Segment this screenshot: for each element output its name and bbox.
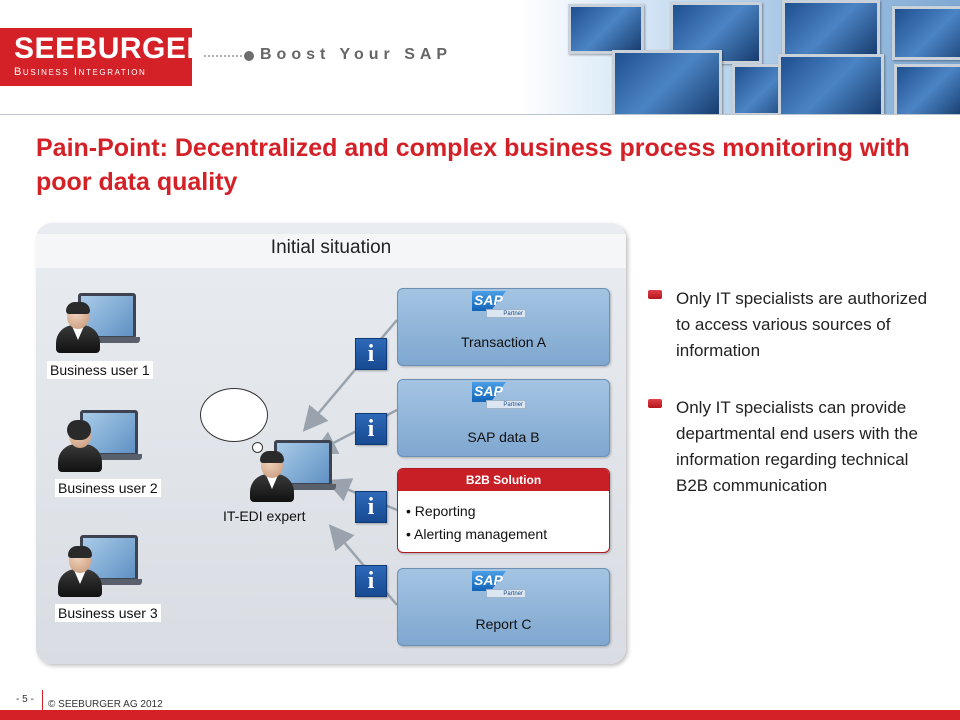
info-icon: i — [355, 413, 387, 445]
b2b-solution-box: B2B Solution • Reporting • Alerting mana… — [397, 468, 610, 553]
monitor-image — [894, 64, 960, 115]
transaction-a-label: Transaction A — [460, 334, 547, 350]
panel-header: Initial situation — [36, 234, 626, 268]
bullet-text: Only IT specialists are authorized to ac… — [676, 289, 928, 360]
monitor-image — [892, 6, 960, 60]
monitor-image — [778, 54, 884, 115]
info-icon: i — [355, 565, 387, 597]
monitor-image — [568, 4, 644, 54]
report-c-box: SAP Partner Report C — [397, 568, 610, 646]
tagline: Boost Your SAP — [260, 46, 453, 63]
info-icon: i — [355, 338, 387, 370]
bullet-marker-icon — [648, 399, 662, 408]
slide-title: Pain-Point: Decentralized and complex bu… — [36, 134, 910, 196]
tagline-dot — [244, 51, 254, 61]
sap-data-b-label: SAP data B — [467, 429, 540, 445]
info-icon: i — [355, 491, 387, 523]
page-number: - 5 - — [16, 694, 34, 705]
b2b-solution-header: B2B Solution — [398, 469, 609, 491]
panel-title: Initial situation — [270, 237, 392, 258]
header-banner-image — [520, 0, 960, 115]
copyright: © SEEBURGER AG 2012 — [48, 699, 163, 710]
sap-partner-logo: SAP Partner — [472, 382, 528, 412]
it-edi-expert-label: IT-EDI expert — [223, 508, 306, 524]
transaction-a-box: SAP Partner Transaction A — [397, 288, 610, 366]
sap-partner-logo: SAP Partner — [472, 571, 528, 601]
seeburger-logo: SEEBURGER Business Integration — [0, 28, 208, 86]
monitor-image — [782, 0, 880, 58]
logo-subtitle: Business Integration — [14, 66, 147, 78]
tagline-dotted-line — [204, 55, 246, 57]
sap-partner-logo: SAP Partner — [472, 291, 528, 321]
bullet-marker-icon — [648, 290, 662, 299]
business-user-1-label: Business user 1 — [47, 361, 153, 379]
business-user-3-label: Business user 3 — [55, 604, 161, 622]
header-divider — [0, 114, 960, 115]
footer-separator — [42, 690, 43, 710]
footer-bar — [0, 710, 960, 720]
logo-wordmark: SEEBURGER — [14, 32, 209, 65]
b2b-item-reporting: • Reporting — [406, 503, 476, 519]
sap-data-b-box: SAP Partner SAP data B — [397, 379, 610, 457]
b2b-item-alerting: • Alerting management — [406, 526, 548, 542]
bullet-text: Only IT specialists can provide departme… — [676, 398, 918, 495]
report-c-label: Report C — [475, 616, 532, 632]
monitor-image — [612, 50, 722, 115]
business-user-2-label: Business user 2 — [55, 479, 161, 497]
